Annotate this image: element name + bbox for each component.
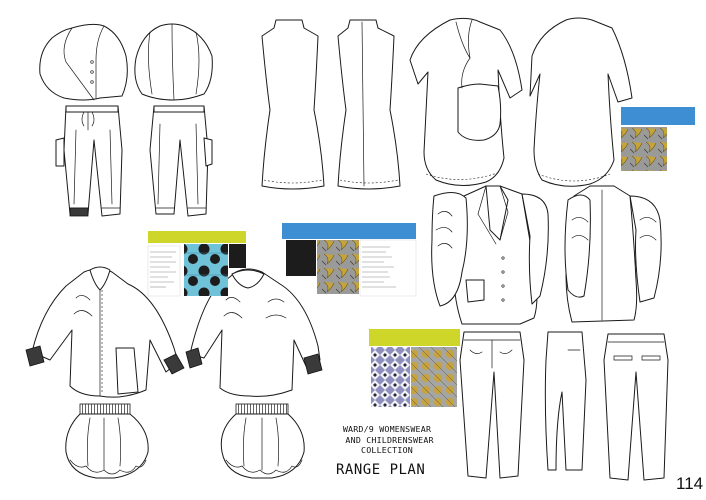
- caption-line: WARD/9 WOMENSWEAR: [342, 424, 432, 434]
- fabric-swatch-ikat: [371, 347, 410, 407]
- swatch-tab: [369, 329, 460, 346]
- swatch-tab: [282, 223, 416, 239]
- bubble-skirt-back-sketch: [220, 403, 305, 479]
- bubble-skirt-front-sketch: [65, 403, 149, 479]
- caption-line: AND CHILDRENSWEAR: [340, 434, 434, 445]
- range-plan-title: RANGE PLAN: [336, 462, 426, 478]
- bomber-jacket-back-sketch: [185, 268, 323, 397]
- spec-text-lines: [362, 246, 396, 288]
- page-number: 114: [676, 474, 704, 493]
- slim-trousers-side-sketch: [544, 331, 587, 471]
- bomber-jacket-front-sketch: [25, 266, 185, 398]
- cocoon-coat-back-sketch: [529, 17, 633, 187]
- tailored-blazer-front-sketch: [431, 185, 549, 325]
- cape-jacket-back-sketch: [134, 23, 213, 101]
- swatch-tab: [621, 107, 695, 125]
- blue-swatch-card-right: [621, 107, 695, 171]
- shift-dress-front-sketch: [261, 19, 325, 190]
- cape-jacket-front-sketch: [39, 23, 128, 101]
- fabric-swatch-dot-print: [184, 244, 228, 296]
- collection-caption: WARD/9 WOMENSWEAR AND CHILDRENSWEAR COLL…: [322, 424, 452, 456]
- fabric-swatch-gold-print: [317, 240, 359, 294]
- tailored-blazer-back-sketch: [564, 185, 662, 323]
- fabric-swatch-mustard: [411, 347, 457, 407]
- straight-trousers-back-sketch: [603, 333, 669, 481]
- swatch-tab: [148, 231, 246, 243]
- jogger-pants-front-sketch: [55, 105, 123, 217]
- fabric-swatch-black: [286, 240, 316, 276]
- spec-text-lines: [150, 251, 176, 288]
- lime-swatch-card-left: [147, 231, 246, 297]
- fabric-swatch-gold-print: [621, 127, 667, 171]
- caption-line: COLLECTION: [361, 445, 413, 455]
- shift-dress-back-sketch: [337, 19, 401, 190]
- jogger-pants-back-sketch: [149, 105, 213, 217]
- lime-swatch-card-lower: [369, 329, 460, 407]
- cocoon-coat-front-sketch: [409, 17, 523, 186]
- tapered-trousers-front-sketch: [459, 331, 525, 479]
- fabric-swatch-black: [229, 244, 246, 268]
- blue-swatch-card-center: [282, 223, 417, 297]
